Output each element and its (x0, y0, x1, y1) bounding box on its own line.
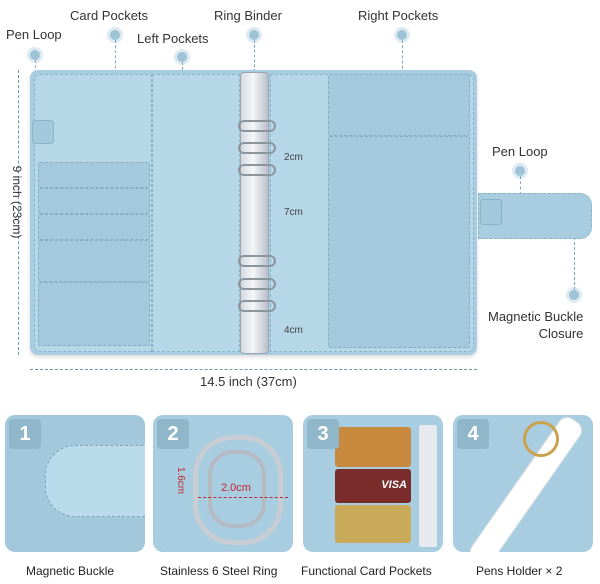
leader-line-ring-binder (254, 40, 255, 72)
binder-ring-5 (238, 278, 276, 290)
card-pocket-divider (419, 425, 437, 547)
binder-ring-3 (238, 164, 276, 176)
visa-card-brand: VISA (381, 479, 407, 491)
pen-loop-right (480, 199, 502, 225)
ring-width-measure-line (198, 497, 288, 498)
buckle-detail-image (45, 445, 145, 517)
binder-ring-1 (238, 120, 276, 132)
pen-clip (523, 421, 559, 457)
height-dimension-label: 9 inch (23cm) (10, 165, 24, 239)
pen-loop-label-left: Pen Loop (6, 27, 62, 42)
caption-steel-ring: Stainless 6 Steel Ring (160, 564, 278, 578)
feature-number-badge: 4 (457, 419, 489, 449)
right-pockets-label: Right Pockets (358, 8, 439, 23)
feature-number-badge: 2 (157, 419, 189, 449)
ring-width-measure: 2.0cm (221, 482, 251, 494)
card-pocket-2 (38, 188, 150, 214)
callout-dot-magnetic-buckle (569, 290, 579, 300)
caption-card-pockets: Functional Card Pockets (301, 564, 432, 578)
callout-dot-right-pockets (397, 30, 407, 40)
right-pocket-upper (328, 74, 470, 136)
card-pocket-1 (38, 162, 150, 188)
width-dimension-label: 14.5 inch (37cm) (200, 374, 297, 389)
caption-pens-holder: Pens Holder × 2 (476, 564, 563, 578)
credit-card-gold (335, 505, 411, 543)
ring-detail-inner (208, 450, 266, 528)
feature-tile-steel-ring: 1.6cm 2.0cm 2 (153, 415, 293, 552)
callout-dot-left-pockets (177, 52, 187, 62)
ring-binder-spine (240, 72, 269, 354)
leader-line-magnetic-buckle (574, 237, 575, 290)
binder-ring-2 (238, 142, 276, 154)
binder-ring-4 (238, 255, 276, 267)
callout-dot-card-pockets (110, 30, 120, 40)
feature-number-badge: 1 (9, 419, 41, 449)
ring-gap-middle-label: 7cm (284, 207, 303, 218)
pen-loop-label-right: Pen Loop (492, 144, 548, 159)
feature-tile-magnetic-buckle: 1 (5, 415, 145, 552)
magnetic-buckle-label-line2: Closure (538, 326, 584, 341)
magnetic-buckle-label-line1: Magnetic Buckle (488, 309, 584, 324)
ring-height-measure: 1.6cm (175, 466, 187, 495)
card-pocket-5 (38, 282, 150, 346)
credit-card-visa: VISA (335, 469, 411, 503)
binder-ring-6 (238, 300, 276, 312)
ring-gap-top-label: 2cm (284, 152, 303, 163)
pen-loop-left (32, 120, 54, 144)
left-pockets-label: Left Pockets (137, 31, 209, 46)
left-pocket-panel (152, 74, 240, 352)
feature-tile-card-pockets: VISA 3 (303, 415, 443, 552)
card-pocket-3 (38, 214, 150, 240)
ring-detail-image (193, 435, 283, 545)
caption-magnetic-buckle: Magnetic Buckle (26, 564, 115, 578)
card-pockets-label: Card Pockets (70, 8, 149, 23)
ring-binder-label: Ring Binder (214, 8, 282, 23)
credit-card-red (335, 427, 411, 467)
magnetic-buckle-label: Magnetic Buckle Closure (488, 308, 583, 342)
feature-tile-pens-holder: 4 (453, 415, 593, 552)
feature-number-badge: 3 (307, 419, 339, 449)
right-pocket-lower (328, 136, 470, 348)
height-dimension-line (18, 70, 19, 355)
callout-dot-pen-loop-left (30, 50, 40, 60)
callout-dot-ring-binder (249, 30, 259, 40)
card-pocket-4 (38, 240, 150, 282)
ring-gap-bottom-label: 4cm (284, 325, 303, 336)
callout-dot-pen-loop-right (515, 166, 525, 176)
width-dimension-line (30, 369, 477, 370)
